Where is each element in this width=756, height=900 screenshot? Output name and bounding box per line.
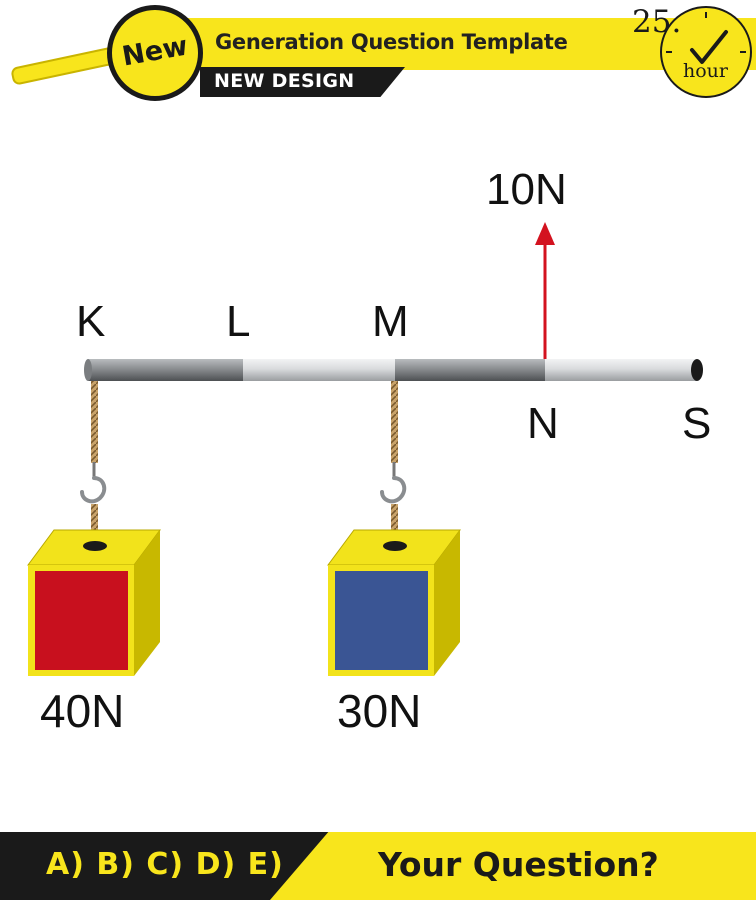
footer-question-band [270,832,756,900]
rod-end-left [84,359,92,381]
blue-box-face [335,571,428,670]
rod-segment-kl [88,359,243,381]
right-lower-rope [391,504,398,546]
point-label-s: S [682,399,712,448]
point-label-l: L [226,297,251,346]
rod-segment-ns [545,359,697,381]
weight-label-left: 40N [40,685,125,737]
left-lower-rope [91,504,98,546]
new-badge [107,5,203,101]
left-rope [91,381,98,463]
force-label: 10N [486,165,567,214]
subtitle-label: NEW DESIGN [214,70,355,92]
red-box-face [35,571,128,670]
point-label-m: M [372,297,409,346]
header-band [160,18,756,70]
rod [84,359,703,381]
left-hook-icon [80,476,107,504]
subtitle-band [200,67,405,97]
clock-icon [660,6,752,98]
weight-label-right: 30N [337,685,422,737]
clock-label: hour [683,60,728,82]
right-hook-icon [380,476,407,504]
left-hanger [80,381,107,546]
point-label-n: N [527,399,559,448]
clock-number: 25. [632,4,682,40]
answer-options: A) B) C) D) E) [46,847,284,882]
right-rope [391,381,398,463]
weight-box-40n [27,529,161,676]
rod-end-right [691,359,703,381]
point-label-k: K [76,297,106,346]
weight-box-30n [327,529,461,676]
right-hanger [380,381,407,546]
question-prompt: Your Question? [378,845,659,884]
force-arrow [535,222,555,359]
rod-segment-lm [243,359,395,381]
checkmark-icon [666,12,746,64]
header-title: Generation Question Template [215,30,568,54]
rod-segment-mn [395,359,545,381]
